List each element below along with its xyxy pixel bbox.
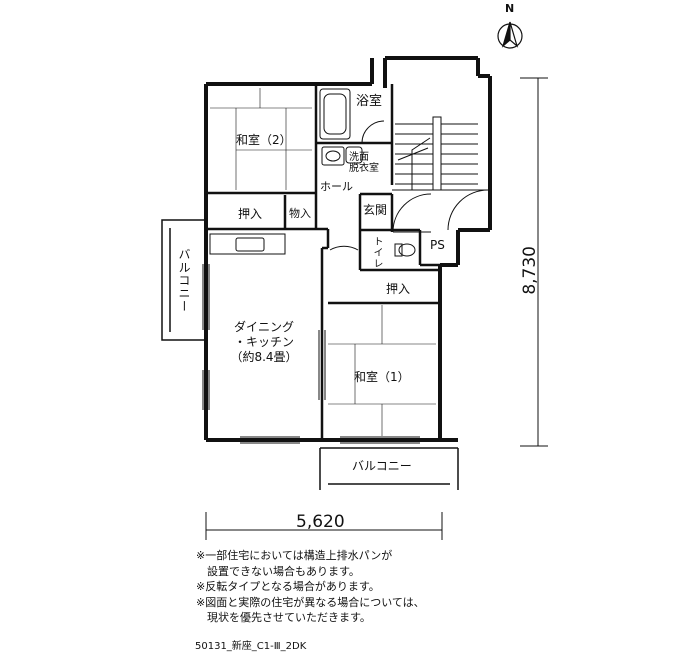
dimension-lines [205,77,548,540]
room-label-washitsu1: 和室（1） [354,370,410,384]
room-label-toilet: トイレ [371,236,382,269]
outer-walls [204,56,492,442]
room-label-oshiire-mid: 押入 [386,282,411,296]
room-label-washitsu2: 和室（2） [236,133,292,147]
room-label-bath: 浴室 [356,94,383,109]
room-label-genkan: 玄関 [363,203,388,217]
balcony-bottom [319,447,459,490]
interior-walls [206,84,440,440]
notes: ※一部住宅においては構造上排水パンが 設置できない場合もあります。 ※反転タイプ… [196,548,425,626]
plan-code: 50131_新座_C1-Ⅲ_2DK [195,641,307,652]
doors [329,120,489,251]
note-line: ※図面と実際の住宅が異なる場合については、 [196,595,425,609]
room-label-hall: ホール [320,180,353,193]
note-line: 現状を優先させていただきます。 [196,611,371,624]
room-label-dk-2: ・キッチン [233,335,294,349]
room-label-monoire: 物入 [289,207,311,220]
room-label-senmen: 洗面 [349,152,369,163]
balcony-bottom-label: バルコニー [352,459,412,473]
tatami-1 [328,305,436,436]
balcony-left-label: バルコニー [177,248,191,313]
room-label-datsui: 脱衣室 [349,163,379,174]
note-line: ※反転タイプとなる場合があります。 [196,580,380,593]
room-label-dk-1: ダイニング [233,320,294,334]
compass-icon [497,21,523,49]
stairwell [392,116,490,191]
compass-north-label: N [505,2,515,15]
dimension-width: 5,620 [296,512,345,532]
balcony-left [161,219,207,341]
note-line: ※一部住宅においては構造上排水パンが [196,549,393,562]
room-label-ps: PS [430,238,445,252]
note-line: 設置できない場合もあります。 [196,564,360,578]
tatami-2 [210,88,312,190]
windows [202,264,420,444]
dimension-depth: 8,730 [520,246,540,295]
fixtures [209,88,416,257]
room-label-dk-3: （約8.4畳） [230,350,298,364]
room-label-oshiire-top: 押入 [238,207,263,221]
